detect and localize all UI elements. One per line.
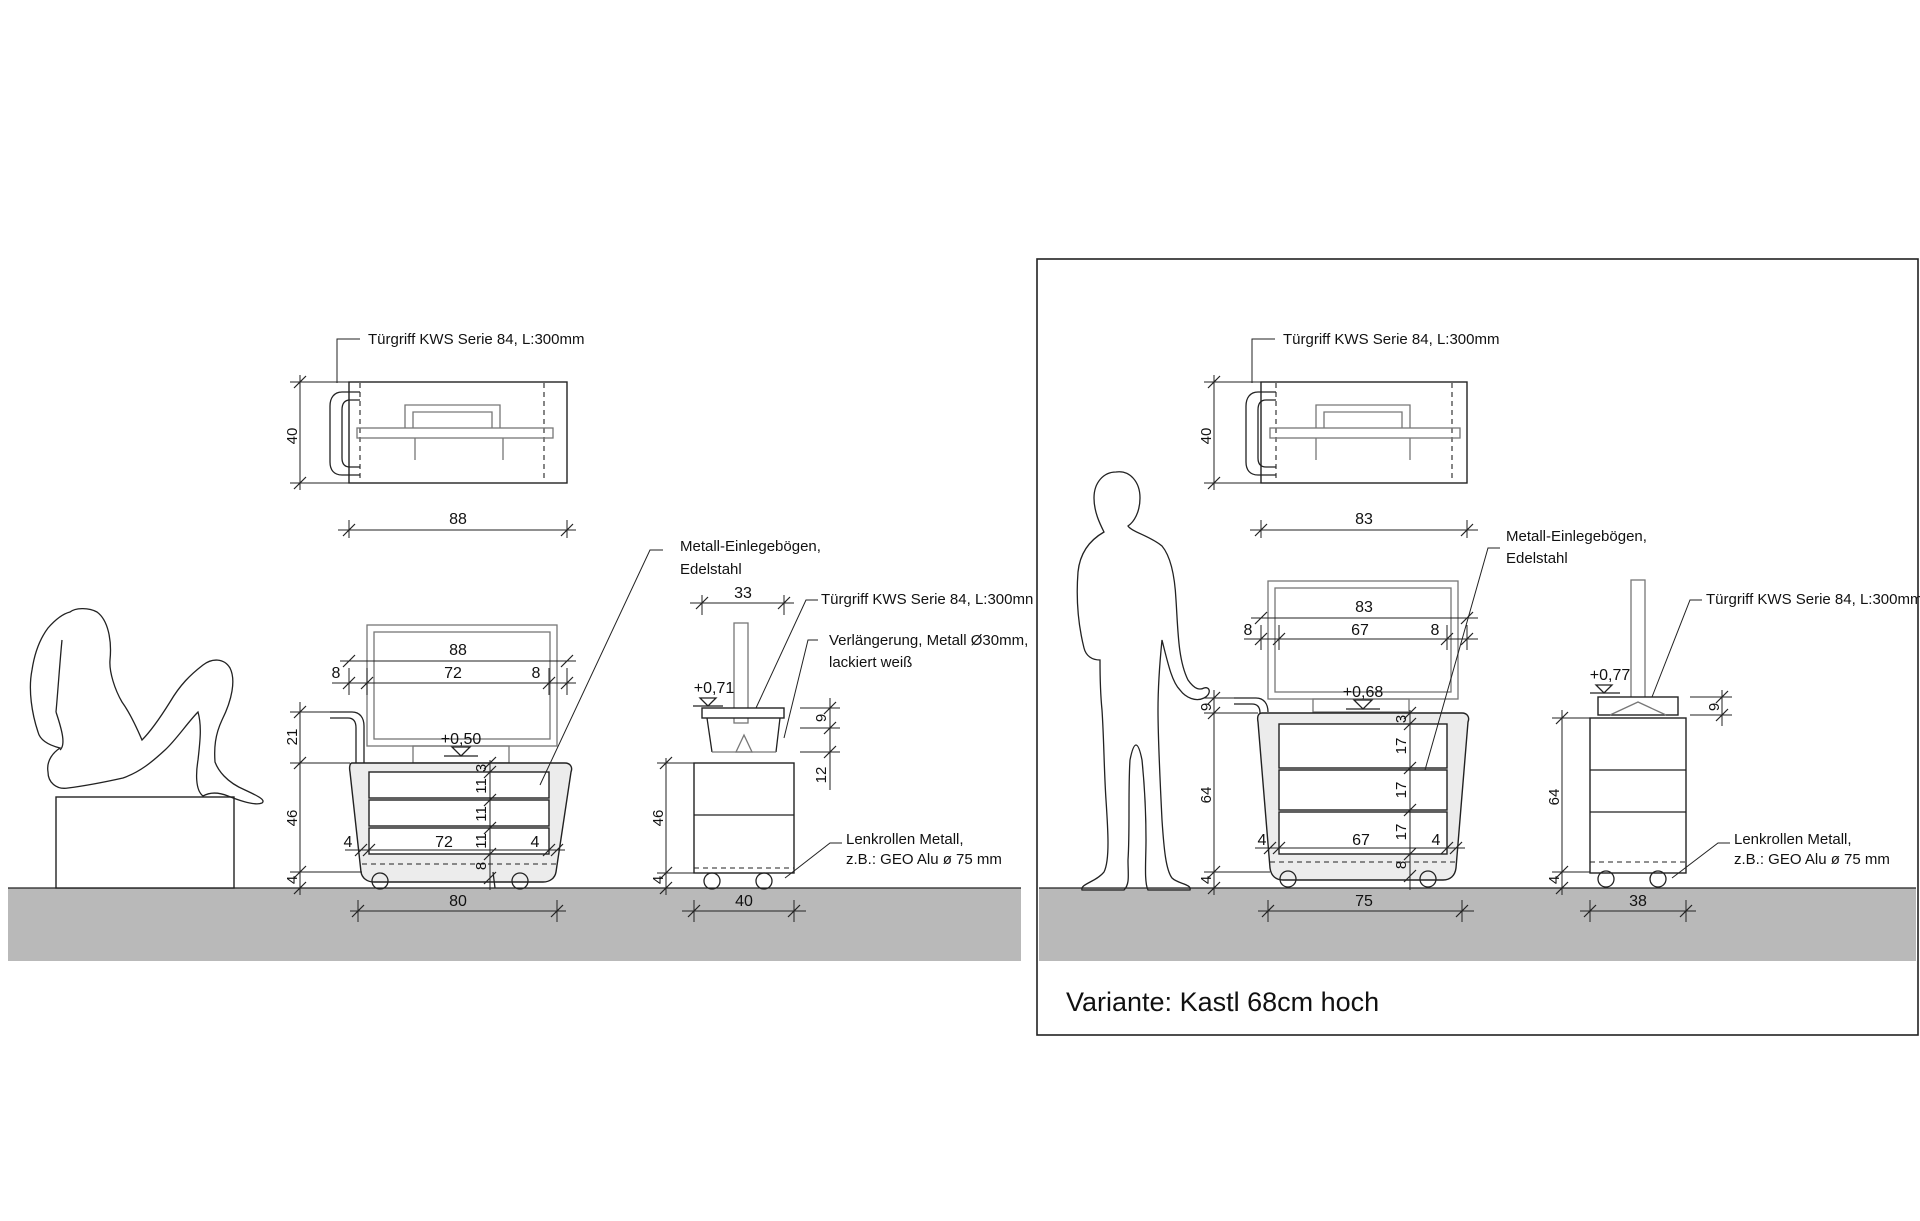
left-handle-label: Türgriff KWS Serie 84, L:300mm [368, 331, 584, 348]
right-front-elevation [1204, 547, 1500, 922]
left-side-height-12: 12 [813, 767, 830, 784]
left-inner-margin-left: 4 [344, 834, 353, 851]
right-tv-inner-dim: 67 [1351, 622, 1369, 639]
right-top-view [1204, 338, 1478, 538]
left-top-width-dim: 88 [449, 511, 467, 528]
right-side-level: +0,77 [1590, 667, 1631, 684]
left-drawer-dim-3: 11 [473, 806, 490, 822]
right-bows-label-line1: Metall-Einlegebögen, [1506, 528, 1647, 545]
right-top-width-dim: 83 [1355, 511, 1373, 528]
left-inner-width: 72 [435, 834, 453, 851]
left-inner-margin-right: 4 [531, 834, 540, 851]
left-top-view [290, 338, 576, 538]
right-inner-margin-right: 4 [1432, 832, 1441, 849]
variant-frame [1036, 258, 1919, 1036]
right-side-elevation [1552, 579, 1732, 922]
left-side-ext-label-line2: lackiert weiß [829, 654, 912, 671]
left-tv-width-dim: 88 [449, 642, 467, 659]
left-casters-label-line2: z.B.: GEO Alu ø 75 mm [846, 851, 1002, 868]
left-side-elevation [657, 595, 842, 922]
right-height-64: 64 [1198, 787, 1215, 804]
left-drawer-dim-2: 11 [473, 778, 490, 794]
right-tv-margin-left: 8 [1244, 622, 1253, 639]
right-level-marker: +0,68 [1343, 684, 1384, 701]
right-side-height-64: 64 [1546, 789, 1563, 806]
left-top-height-dim: 40 [284, 428, 301, 445]
right-drawer-dim-2: 17 [1393, 738, 1410, 755]
left-tv-margin-left: 8 [332, 665, 341, 682]
sitting-person-figure [29, 607, 264, 889]
right-handle-label: Türgriff KWS Serie 84, L:300mm [1283, 331, 1499, 348]
right-height-9: 9 [1198, 703, 1215, 711]
right-base-width: 75 [1355, 893, 1373, 910]
left-tv-margin-right: 8 [532, 665, 541, 682]
right-drawer-dim-1: 3 [1393, 715, 1410, 723]
right-inner-width: 67 [1352, 832, 1370, 849]
floor-right [1039, 888, 1916, 961]
left-height-46: 46 [284, 810, 301, 827]
left-side-ext-label-line1: Verlängerung, Metall Ø30mm, [829, 632, 1028, 649]
right-casters-label-line1: Lenkrollen Metall, [1734, 831, 1852, 848]
right-casters-label-line2: z.B.: GEO Alu ø 75 mm [1734, 851, 1890, 868]
floor-left [8, 888, 1021, 961]
right-tv-width-dim: 83 [1355, 599, 1373, 616]
left-level-marker: +0,50 [441, 731, 482, 748]
left-height-4: 4 [284, 876, 301, 884]
left-side-height-46: 46 [650, 810, 667, 827]
right-height-4: 4 [1198, 876, 1215, 884]
left-side-level: +0,71 [694, 680, 735, 697]
left-drawer-dim-5: 8 [473, 862, 490, 870]
right-drawer-dim-4: 17 [1393, 824, 1410, 841]
left-drawer-dim-1: 3 [473, 764, 490, 772]
right-side-height-9: 9 [1706, 703, 1723, 711]
left-height-21: 21 [284, 729, 301, 746]
right-side-base-width: 38 [1629, 893, 1647, 910]
right-side-height-4: 4 [1546, 876, 1563, 884]
right-inner-margin-left: 4 [1258, 832, 1267, 849]
variant-caption: Variante: Kastl 68cm hoch [1066, 987, 1379, 1017]
right-drawer-dim-3: 17 [1393, 782, 1410, 799]
left-side-height-9: 9 [813, 714, 830, 722]
left-side-top-width: 33 [734, 585, 752, 602]
left-casters-label-line1: Lenkrollen Metall, [846, 831, 964, 848]
left-drawer-dim-4: 11 [473, 833, 490, 849]
right-side-handle-label: Türgriff KWS Serie 84, L:300mm [1706, 591, 1920, 608]
left-bows-label-line2: Edelstahl [680, 561, 742, 578]
left-base-width: 80 [449, 893, 467, 910]
left-tv-inner-dim: 72 [444, 665, 462, 682]
standing-person-figure [1076, 471, 1210, 891]
right-top-height-dim: 40 [1198, 428, 1215, 445]
left-side-handle-label: Türgriff KWS Serie 84, L:300mn [821, 591, 1033, 608]
right-tv-margin-right: 8 [1431, 622, 1440, 639]
left-front-elevation [290, 549, 663, 922]
right-bows-label-line2: Edelstahl [1506, 550, 1568, 567]
left-side-base-width: 40 [735, 893, 753, 910]
left-bows-label-line1: Metall-Einlegebögen, [680, 538, 821, 555]
left-side-height-4: 4 [650, 876, 667, 884]
right-drawer-dim-5: 8 [1393, 861, 1410, 869]
